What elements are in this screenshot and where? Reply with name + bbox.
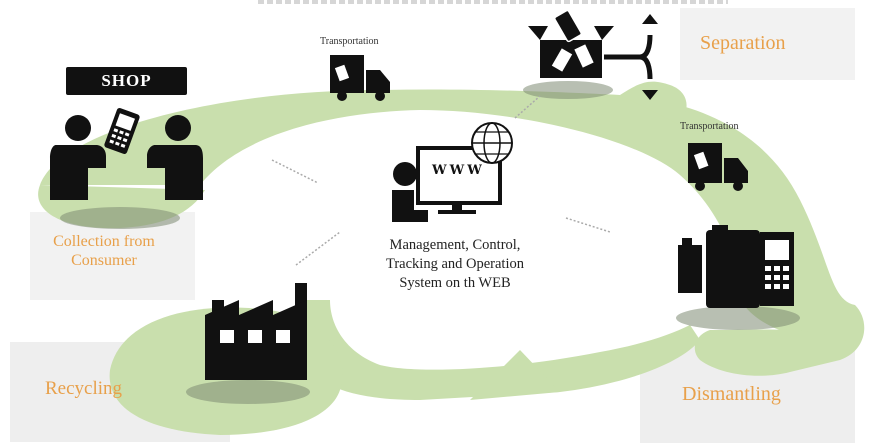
ring-bottom xyxy=(296,300,700,400)
computer-user-icon xyxy=(392,122,513,222)
truck-icon-right xyxy=(688,143,748,191)
separation-label: Separation xyxy=(700,32,786,54)
people-icon xyxy=(50,115,203,200)
www-text: WWW xyxy=(432,163,485,178)
ring-right-arrow xyxy=(694,305,865,376)
transportation-label-right: Transportation xyxy=(680,121,739,132)
dashed-arrows xyxy=(271,95,611,266)
ring-top xyxy=(40,89,855,345)
phone-icon-shop xyxy=(104,108,140,154)
truck-icon-top xyxy=(330,55,390,101)
dismantling-label: Dismantling xyxy=(682,383,781,405)
shop-sign: SHOP xyxy=(66,67,187,95)
transportation-label-top: Transportation xyxy=(320,36,379,47)
ring-top-right xyxy=(620,81,687,125)
dismantling-phones-icon xyxy=(678,225,794,308)
shadow-collection xyxy=(60,207,180,229)
ring-arrowhead-bottom xyxy=(470,350,560,400)
shadow-dismantling xyxy=(676,306,800,330)
top-decorative-line xyxy=(258,0,728,4)
recycling-label: Recycling xyxy=(45,378,123,399)
shadow-recycling xyxy=(186,380,310,404)
separation-icon xyxy=(528,9,658,100)
separation-box xyxy=(680,8,855,80)
collection-label: Collection from Consumer xyxy=(53,233,155,269)
factory-icon xyxy=(205,283,307,380)
shadow-separation xyxy=(523,81,613,99)
center-system-label: Management, Control, Tracking and Operat… xyxy=(386,237,524,291)
